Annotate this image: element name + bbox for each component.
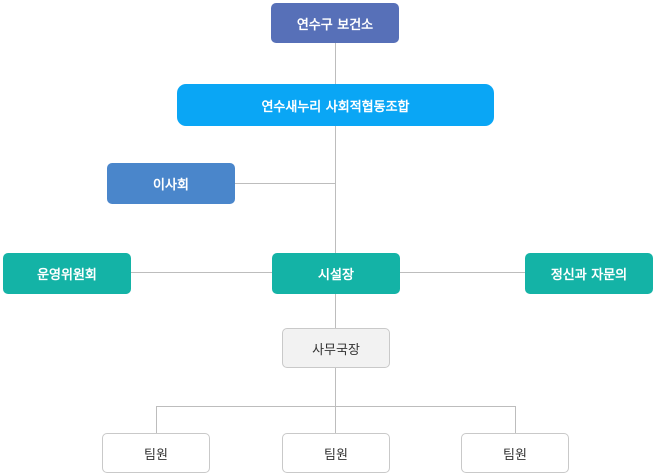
- node-team-member-label: 팀원: [144, 447, 168, 463]
- node-secretary-general: 사무국장: [282, 328, 390, 368]
- connector-team-1: [156, 406, 157, 433]
- node-team-member: 팀원: [102, 433, 210, 473]
- node-health-center: 연수구 보건소: [271, 3, 399, 43]
- node-team-member-label: 팀원: [324, 447, 348, 463]
- node-cooperative: 연수새누리 사회적협동조합: [177, 84, 494, 126]
- node-board-label: 이사회: [153, 178, 189, 193]
- node-team-member: 팀원: [461, 433, 569, 473]
- node-cooperative-label: 연수새누리 사회적협동조합: [261, 99, 410, 115]
- node-team-member-label: 팀원: [503, 447, 527, 463]
- connector-committee: [131, 272, 272, 273]
- node-health-center-label: 연수구 보건소: [296, 17, 374, 33]
- connector-team-3: [515, 406, 516, 433]
- connector-advisory: [400, 272, 525, 273]
- node-facility-head-label: 시설장: [318, 268, 354, 283]
- connector-director-down: [335, 368, 336, 407]
- node-board: 이사회: [107, 163, 235, 204]
- node-psychiatric-advisor: 정신과 자문의: [525, 253, 653, 294]
- node-operating-committee: 운영위원회: [3, 253, 131, 294]
- connector-team-2: [335, 406, 336, 433]
- connector-board: [235, 183, 336, 184]
- connector-team-horizontal: [156, 406, 516, 407]
- node-team-member: 팀원: [282, 433, 390, 473]
- connector-main-vertical: [335, 43, 336, 328]
- node-secretary-general-label: 사무국장: [312, 342, 360, 358]
- node-facility-head: 시설장: [272, 253, 400, 294]
- node-psychiatric-advisor-label: 정신과 자문의: [550, 268, 628, 283]
- node-operating-committee-label: 운영위원회: [37, 268, 97, 283]
